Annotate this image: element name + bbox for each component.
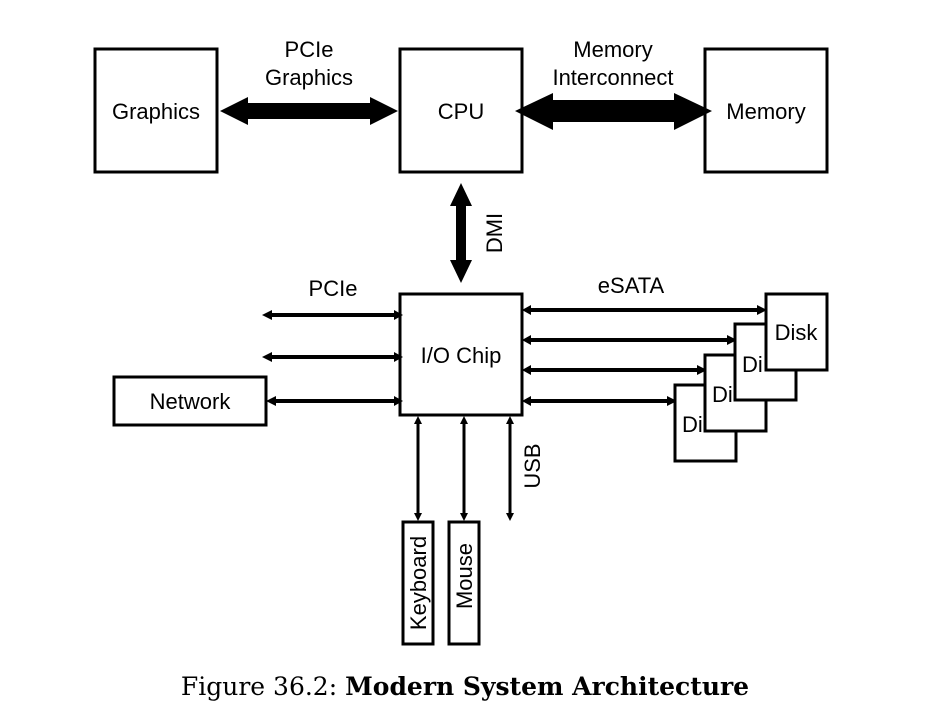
cpu-label: CPU <box>438 99 484 124</box>
pcie-graphics-label-line1: PCIe <box>285 37 334 62</box>
esata-arrow-2 <box>522 335 737 345</box>
disk-4-label: Di <box>682 412 703 437</box>
esata-arrow-3 <box>522 365 707 375</box>
usb-label: USB <box>520 443 545 488</box>
keyboard-usb-arrow <box>414 416 422 521</box>
mouse-label: Mouse <box>452 543 477 609</box>
network-pcie-arrow <box>266 396 403 406</box>
pcie-arrow-1 <box>262 310 403 320</box>
io-chip-box <box>398 292 524 417</box>
dmi-arrow <box>450 183 472 283</box>
pcie-graphics-arrow <box>220 97 398 125</box>
esata-arrow-1 <box>522 305 767 315</box>
graphics-box <box>93 47 219 174</box>
esata-arrow-4 <box>522 396 677 406</box>
memory-interconnect-label-line2: Interconnect <box>552 65 673 90</box>
disk-1: Disk <box>764 292 829 372</box>
disk-1-box <box>764 292 829 372</box>
memory-interconnect-label-line1: Memory <box>573 37 652 62</box>
dmi-label: DMI <box>482 213 507 253</box>
pcie-arrows <box>262 310 403 406</box>
esata-label: eSATA <box>598 273 665 298</box>
cpu-box <box>398 47 524 174</box>
esata-arrows <box>522 305 767 406</box>
caption-title: Modern System Architecture <box>345 672 750 701</box>
io-chip-label: I/O Chip <box>421 343 502 368</box>
disk-1-label: Disk <box>775 320 819 345</box>
pcie-graphics-label-line2: Graphics <box>265 65 353 90</box>
keyboard-box <box>401 520 435 646</box>
disk-2-label: Di <box>742 352 763 377</box>
figure-caption: Figure 36.2: Modern System Architecture <box>0 672 930 701</box>
keyboard-label: Keyboard <box>406 536 431 630</box>
memory-label: Memory <box>726 99 805 124</box>
caption-prefix: Figure 36.2: <box>180 672 338 701</box>
graphics-label: Graphics <box>112 99 200 124</box>
usb-arrows <box>414 416 514 521</box>
network-box <box>112 375 268 427</box>
network-label: Network <box>150 389 232 414</box>
mouse-box <box>447 520 481 646</box>
usb-port-arrow <box>506 416 514 521</box>
memory-interconnect-arrow <box>515 93 712 130</box>
memory-box <box>703 47 829 174</box>
pcie-arrow-2 <box>262 352 403 362</box>
mouse-usb-arrow <box>460 416 468 521</box>
disk-3-label: Di <box>712 382 733 407</box>
pcie-label: PCIe <box>309 276 358 301</box>
